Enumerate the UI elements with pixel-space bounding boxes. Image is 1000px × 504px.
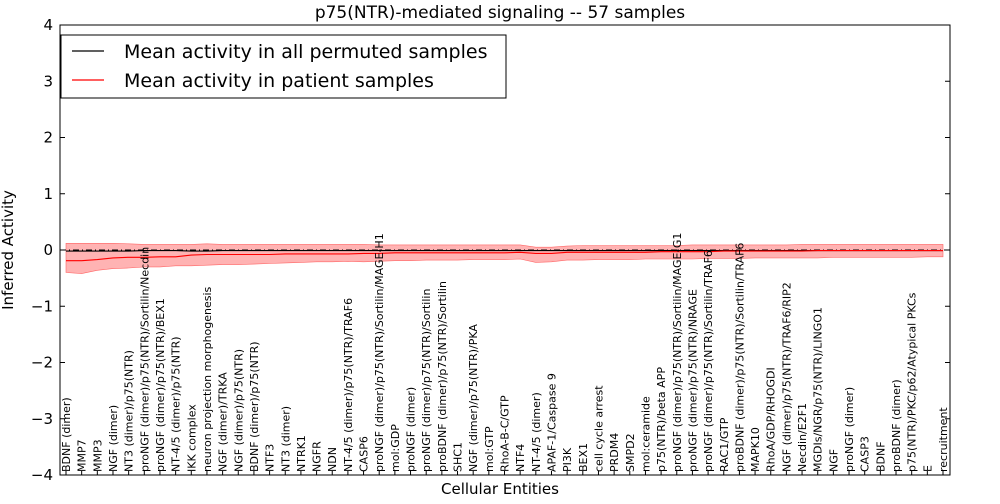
x-tick-label: BDNF (dimer)/p75(NTR) — [248, 341, 261, 472]
x-tick-label: BDNF — [874, 441, 887, 472]
x-tick-label: NGF (dimer)/p75(NTR)/PKA — [467, 324, 480, 472]
y-tick-label: −4 — [31, 466, 53, 484]
x-tick-label: NGF (dimer)/p75(NTR) — [232, 349, 245, 472]
x-tick-label: proNGF (dimer)/p75(NTR)/Sortilin/Necdin — [138, 247, 151, 472]
x-tick-label: proBDNF (dimer)/p75(NTR)/Sortilin/TRAF6 — [733, 243, 746, 472]
x-tick-label: NGF (dimer)/p75(NTR)/TRAF6/RIP2 — [780, 282, 793, 472]
x-tick-label: RhoA/GDP/RHOGDI — [765, 367, 778, 472]
x-tick-label: p75(NTR)/beta APP — [655, 367, 668, 472]
x-tick-label: NT-4/5 (dimer)/p75(NTR) — [170, 336, 183, 472]
x-tick-label: cell cycle arrest — [593, 385, 606, 472]
x-tick-label: MMP7 — [76, 439, 89, 472]
legend-box — [60, 34, 507, 99]
x-axis-label: Cellular Entities — [441, 480, 559, 498]
x-tick-label: NGFR — [311, 441, 324, 472]
y-tick-label: 0 — [43, 241, 53, 259]
x-tick-label: p75(NTR)/PKC/p62/Atypical PKCs — [906, 292, 919, 472]
legend: Mean activity in all permuted samples Me… — [60, 34, 507, 99]
x-tick-label: NGF — [827, 449, 840, 472]
x-tick-label: NDN — [326, 447, 339, 472]
x-tick-label: mol:GTP — [483, 426, 496, 472]
x-tick-label: proNGF (dimer) — [405, 387, 418, 472]
x-tick-label: NT-4/5 (dimer) — [530, 392, 543, 472]
x-tick-label: CASP6 — [358, 436, 371, 472]
y-tick-label: 2 — [43, 129, 53, 147]
y-tick-label: 1 — [43, 185, 53, 203]
x-tick-label: MGDIs/NGR/p75(NTR)/LINGO1 — [812, 307, 825, 472]
x-tick-label: SMPD2 — [624, 433, 637, 472]
patient-mean-line — [66, 250, 943, 262]
y-tick-label: −3 — [31, 410, 53, 428]
x-tick-label: proNGF (dimer)/p75(NTR)/Sortilin — [420, 289, 433, 472]
x-tick-label: APAF-1/Caspase 9 — [546, 373, 559, 472]
y-tick-label: −1 — [31, 297, 53, 315]
x-tick-label: NGF (dimer) — [107, 405, 120, 472]
x-tick-label: proNGF (dimer)/p75(NTR)/BEX1 — [154, 298, 167, 472]
x-tick-label: IKK complex — [185, 404, 198, 472]
x-tick-label: BDNF (dimer) — [60, 397, 73, 472]
legend-label-permuted: Mean activity in all permuted samples — [124, 41, 487, 63]
x-tick-label: SHC1 — [452, 442, 465, 472]
x-tick-label: RAC1/GTP — [718, 417, 731, 472]
x-tick-label: NT3 (dimer) — [279, 406, 292, 472]
plot-frame — [59, 24, 951, 476]
plot-area — [60, 24, 950, 476]
x-tick-label: proBDNF (dimer) — [890, 379, 903, 472]
x-tick-label: MMP3 — [91, 439, 104, 472]
x-tick-label: NTF3 — [264, 444, 277, 472]
x-tick-label: mol:GDP — [389, 424, 402, 472]
x-tick-label: PRDM4 — [608, 433, 621, 472]
x-tick-label: proNGF (dimer)/p75(NTR)/Sortilin/MAGE-H1 — [373, 233, 386, 472]
legend-label-patient: Mean activity in patient samples — [124, 70, 434, 92]
x-tick-label: E — [921, 465, 934, 472]
x-tick-label: proBDNF (dimer)/p75(NTR)/Sortilin — [436, 281, 449, 472]
chart-title: p75(NTR)-mediated signaling -- 57 sample… — [315, 3, 685, 23]
x-tick-label: NTRK1 — [295, 435, 308, 472]
x-tick-label: recruitment — [937, 407, 950, 472]
x-tick-label: mol:ceramide — [639, 396, 652, 472]
x-tick-label: RhoA-B-C/GTP — [499, 395, 512, 472]
x-tick-label: proNGF (dimer)/p75(NTR)/Sortilin/TRAF6 — [702, 250, 715, 472]
x-tick-label: NT-4/5 (dimer)/p75(NTR)/TRAF6 — [342, 298, 355, 472]
y-tick-label: 3 — [43, 72, 53, 90]
x-tick-label: NTF4 — [514, 444, 527, 472]
x-tick-label: CASP3 — [859, 436, 872, 472]
y-axis-label: Inferred Activity — [0, 190, 17, 310]
y-tick-label: −2 — [31, 354, 53, 372]
x-tick-label: NGF (dimer)/TRKA — [217, 372, 230, 472]
x-tick-label: NT3 (dimer)/p75(NTR) — [123, 350, 136, 472]
x-tick-label: Necdin/E2F1 — [796, 403, 809, 472]
patient-activity-band — [65, 243, 944, 274]
x-tick-label: neuron projection morphogenesis — [201, 286, 214, 472]
x-tick-label: BEX1 — [577, 443, 590, 472]
x-tick-label: proNGF (dimer)/p75(NTR)/NRAGE — [686, 289, 699, 472]
x-tick-label: proNGF (dimer)/p75(NTR)/Sortilin/MAGE-G1 — [671, 233, 684, 472]
x-tick-label: proNGF (dimer) — [843, 387, 856, 472]
x-tick-label: PI3K — [561, 447, 574, 472]
x-tick-label: MAPK10 — [749, 427, 762, 472]
y-tick-label: 4 — [43, 16, 53, 34]
